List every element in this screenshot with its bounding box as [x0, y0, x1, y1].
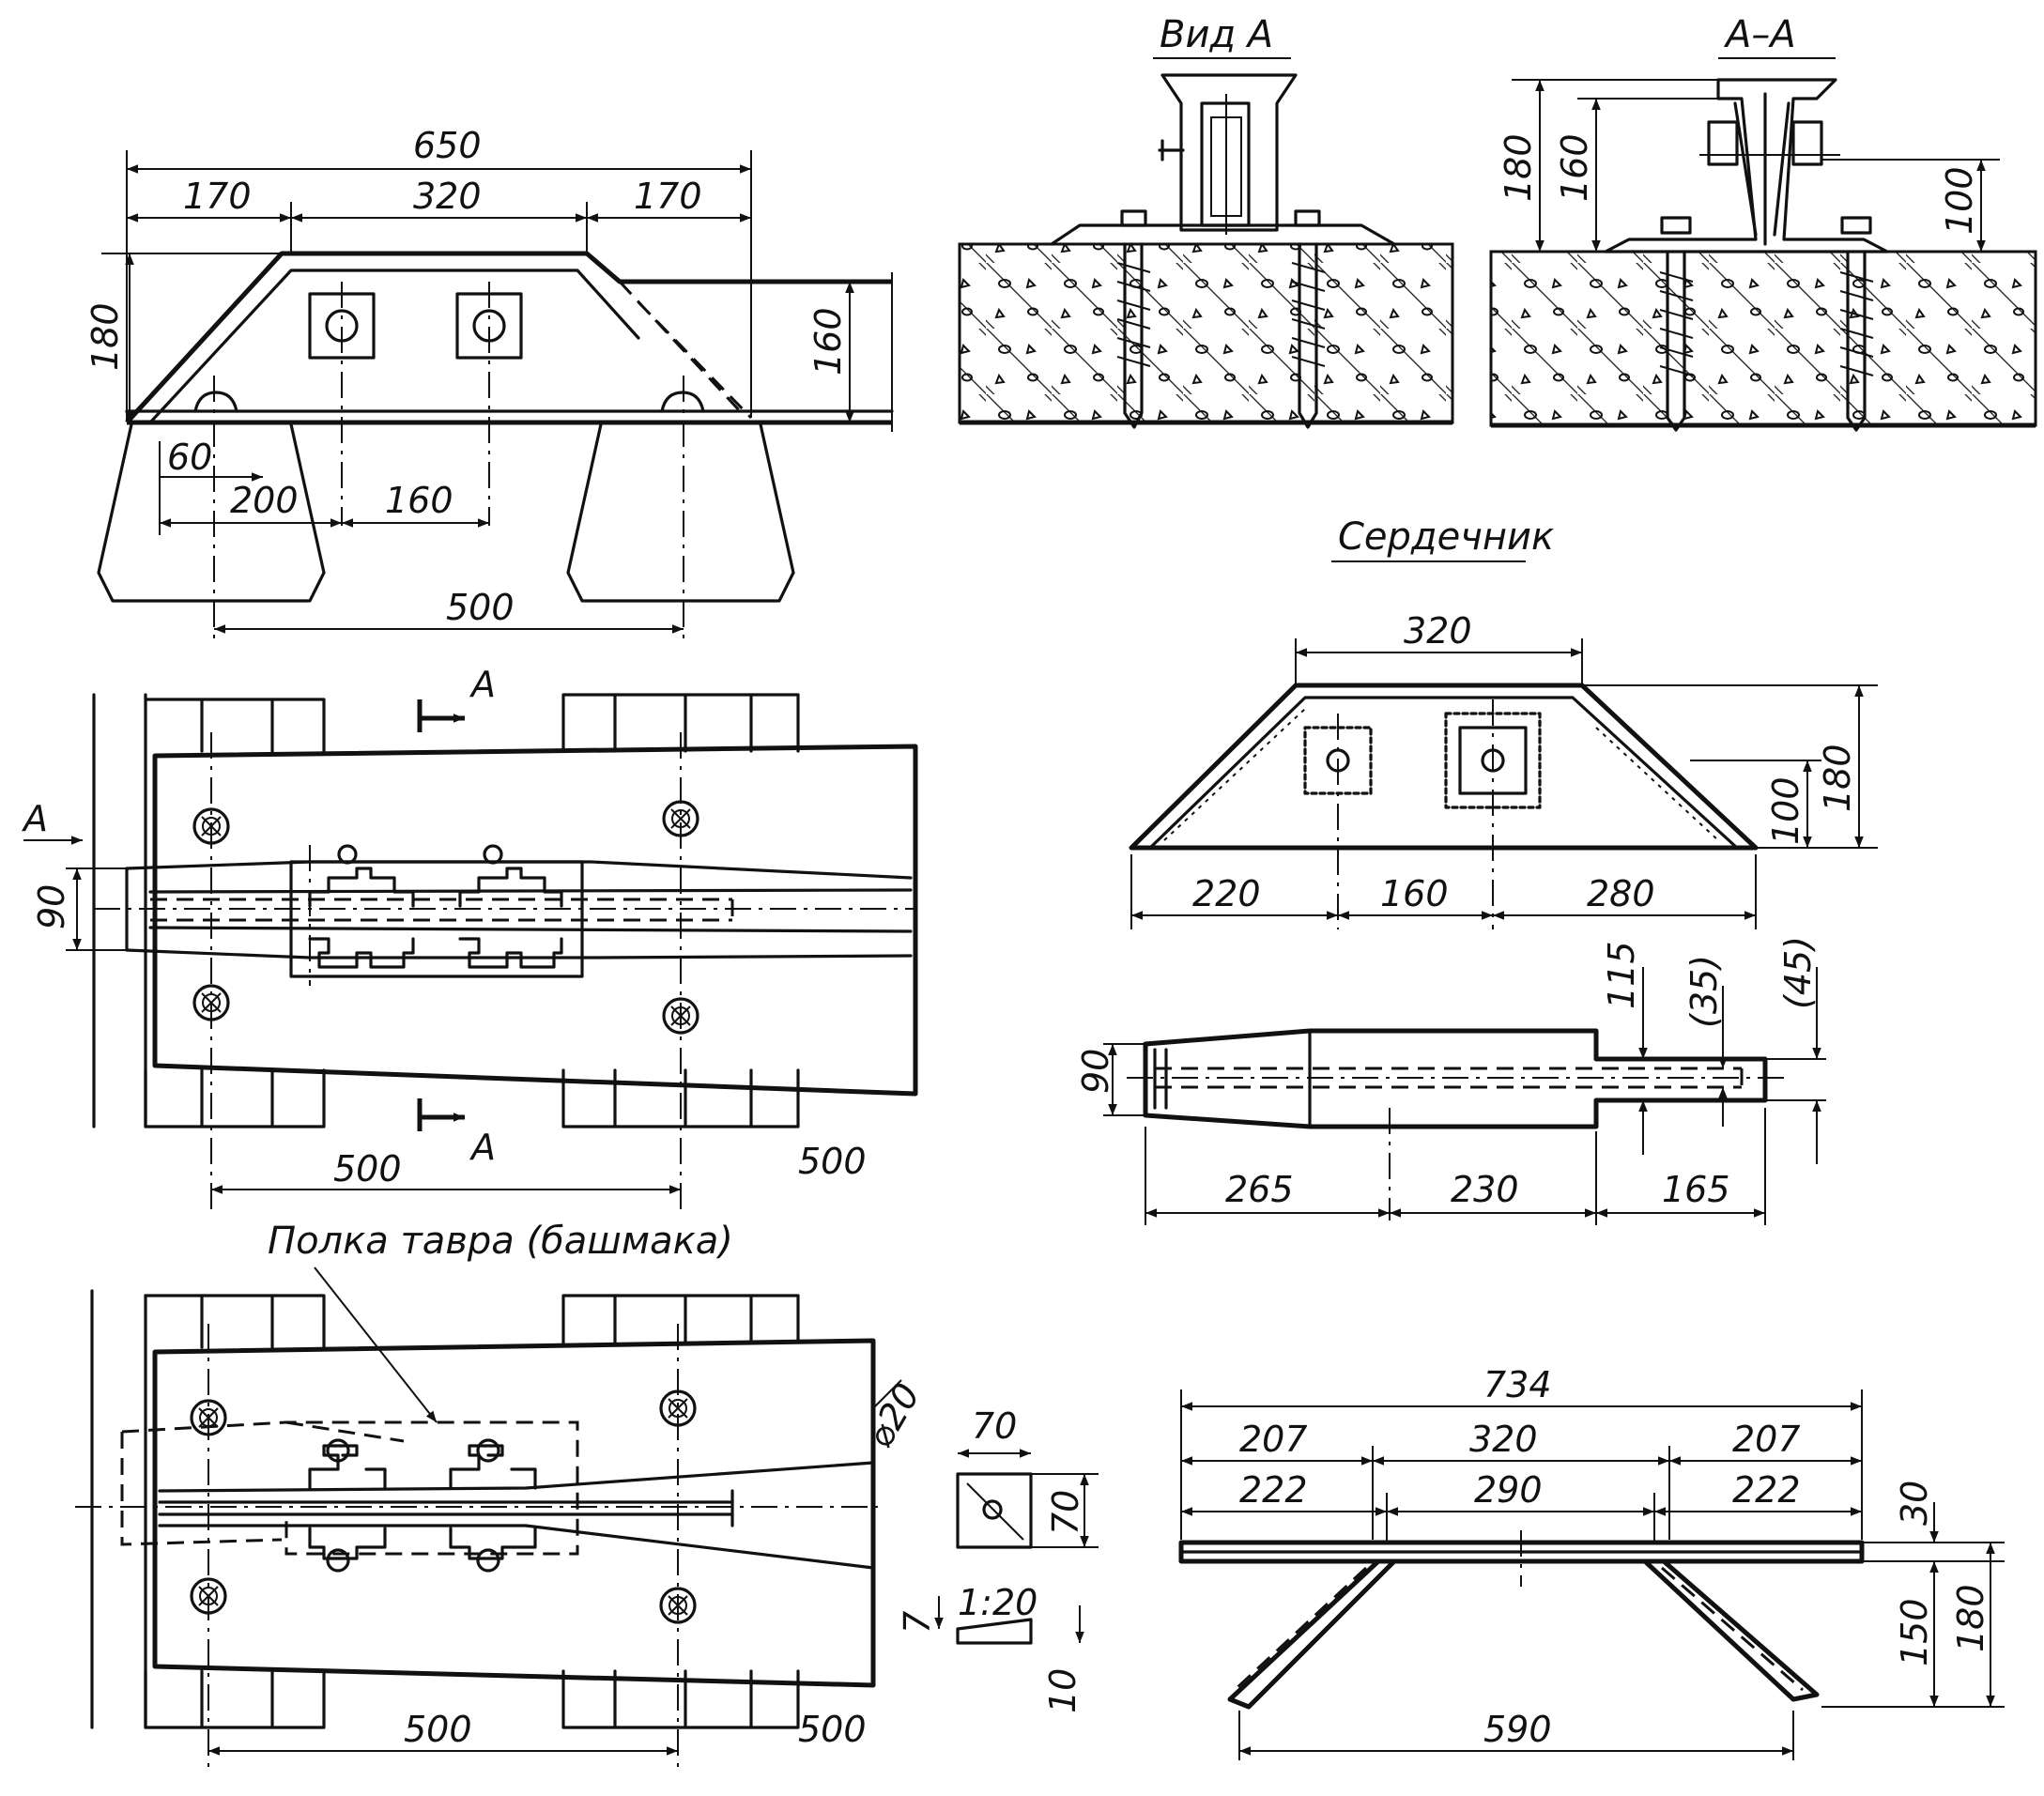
slope-1-20: 1:20	[958, 1582, 1037, 1623]
lower-plan-view: Полка тавра (башмака) 500 500	[75, 1220, 928, 1770]
dim-150: 150	[1894, 1598, 1935, 1666]
core-title: Сердечник	[1338, 515, 1554, 559]
view-a-screw-right	[1291, 209, 1326, 429]
dim-core-320: 320	[1404, 610, 1472, 652]
dim-180-side: 180	[85, 302, 126, 371]
dim-222-right: 222	[1732, 1469, 1801, 1511]
sleeper-left	[97, 422, 326, 603]
view-a-rail	[1160, 73, 1298, 232]
sleeper-right	[566, 422, 795, 603]
plan-spike-4	[662, 997, 699, 1035]
tee-flange-outline	[120, 1420, 579, 1556]
dim-290: 290	[1474, 1469, 1543, 1511]
dim-170-left: 170	[183, 176, 252, 217]
dim-core-plan-90: 90	[1075, 1049, 1116, 1094]
dim-500-lower-right: 500	[798, 1709, 867, 1750]
dim-170-right: 170	[634, 176, 702, 217]
dim-320: 320	[413, 176, 482, 217]
tee-flange-note: Полка тавра (башмака)	[268, 1220, 733, 1263]
bent-tee-right-leg	[1643, 1559, 1820, 1702]
dim-core-180: 180	[1817, 744, 1858, 812]
view-a-concrete	[958, 242, 1454, 424]
dim-160-side: 160	[807, 307, 849, 376]
lower-base-plate	[152, 1338, 876, 1688]
dim-200: 200	[230, 480, 299, 521]
section-aa: А–А 180 160 100	[1489, 13, 2037, 432]
dim-core-100: 100	[1765, 776, 1806, 845]
dim-core-plan-115: 115	[1601, 941, 1642, 1009]
view-mark-a: А	[21, 798, 48, 839]
dim-160-span: 160	[385, 480, 453, 521]
plate-detail: 70 70 1:20 7 10	[897, 1405, 1099, 1713]
plate-wedge	[956, 1618, 1033, 1645]
dim-590: 590	[1483, 1709, 1552, 1750]
dim-222-left: 222	[1239, 1469, 1308, 1511]
dim-207-right: 207	[1732, 1419, 1801, 1460]
dim-207-left: 207	[1239, 1419, 1308, 1460]
spike-left	[193, 391, 238, 413]
plate-hole	[982, 1499, 1003, 1520]
plan-clamp-block	[289, 860, 584, 978]
dim-hole-dia: ⌀20	[859, 1376, 929, 1455]
section-aa-title: А–А	[1723, 13, 1796, 56]
view-a-title: Вид А	[1160, 13, 1273, 56]
dim-500-plan-left: 500	[333, 1148, 402, 1190]
dim-core-plan-165: 165	[1662, 1169, 1730, 1210]
dim-500-plan-right: 500	[798, 1141, 867, 1182]
dim-500-lower-left: 500	[404, 1709, 472, 1750]
dim-core-plan-45: (45)	[1777, 936, 1819, 1009]
bent-tee: 734 207 320 207 222 290 222 30 150 180 5…	[1178, 1364, 2005, 1760]
section-aa-concrete	[1489, 250, 2037, 427]
side-view: 650 170 320 170 180 160 60 200 160 500	[85, 125, 894, 638]
dim-core-plan-265: 265	[1225, 1169, 1294, 1210]
dim-70-w: 70	[972, 1405, 1017, 1447]
dim-734: 734	[1483, 1364, 1552, 1405]
dim-70-h: 70	[1045, 1490, 1086, 1535]
plan-view: А А А 90 500 500	[21, 664, 918, 1211]
dim-core-plan-230: 230	[1451, 1169, 1519, 1210]
bent-tee-left-leg	[1227, 1559, 1396, 1710]
section-aa-screw-right	[1839, 216, 1874, 432]
core-plan: 90 115 (35) (45) 265 230 165	[1075, 936, 1826, 1225]
plate-square	[956, 1472, 1033, 1549]
side-view-outline	[125, 251, 892, 425]
dim-90-plan: 90	[31, 884, 72, 929]
section-mark-a-top: А	[469, 664, 496, 705]
dim-100-aa: 100	[1939, 166, 1980, 235]
plan-base-plate	[152, 744, 918, 1097]
dim-650: 650	[413, 125, 482, 166]
view-a-screw-left	[1116, 209, 1151, 429]
core-view: Сердечник 320 180 100 220 160 280	[1129, 515, 1878, 929]
dim-320-tee: 320	[1469, 1419, 1538, 1460]
section-mark-a-bottom: А	[469, 1127, 496, 1168]
dim-60: 60	[167, 437, 212, 478]
dim-180-aa: 180	[1498, 133, 1539, 202]
dim-core-plan-35: (35)	[1683, 955, 1725, 1028]
dim-core-160: 160	[1380, 873, 1449, 914]
dim-10: 10	[1042, 1668, 1083, 1713]
dim-30: 30	[1894, 1481, 1935, 1526]
dim-160-aa: 160	[1554, 133, 1595, 202]
dim-180-tee: 180	[1950, 1584, 1991, 1652]
core-outline	[1129, 683, 1759, 851]
dim-7: 7	[897, 1611, 938, 1634]
dim-core-220: 220	[1192, 873, 1261, 914]
dim-500-top: 500	[446, 587, 515, 628]
dim-core-280: 280	[1587, 873, 1655, 914]
section-aa-screw-left	[1659, 216, 1694, 432]
view-a: Вид А	[958, 13, 1454, 429]
